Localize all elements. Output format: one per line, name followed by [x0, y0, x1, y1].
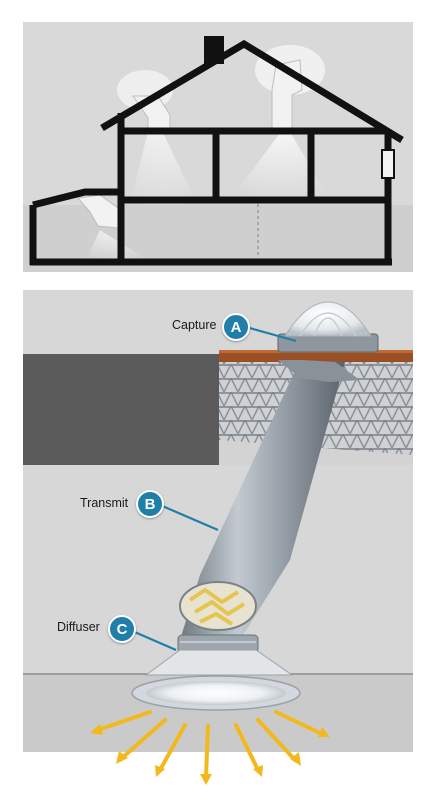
diffuser-label: Diffuser — [57, 620, 100, 634]
light-ray-arrowheads — [90, 724, 330, 785]
wall-block — [23, 354, 219, 465]
capture-label: Capture — [172, 318, 217, 332]
component-diagram — [23, 290, 413, 785]
transmit-badge: B — [136, 490, 164, 518]
house-cross-section — [23, 22, 413, 272]
transmit-label: Transmit — [80, 496, 129, 510]
diffuser-lens — [131, 649, 301, 711]
light-tube — [177, 360, 360, 654]
capture-badge: A — [222, 313, 250, 341]
diffuser-badge: C — [108, 615, 136, 643]
callout-leader-lines — [129, 325, 297, 652]
chimney — [204, 36, 224, 64]
light-rays — [96, 710, 324, 779]
window — [381, 149, 395, 179]
capture-dome — [277, 301, 379, 353]
